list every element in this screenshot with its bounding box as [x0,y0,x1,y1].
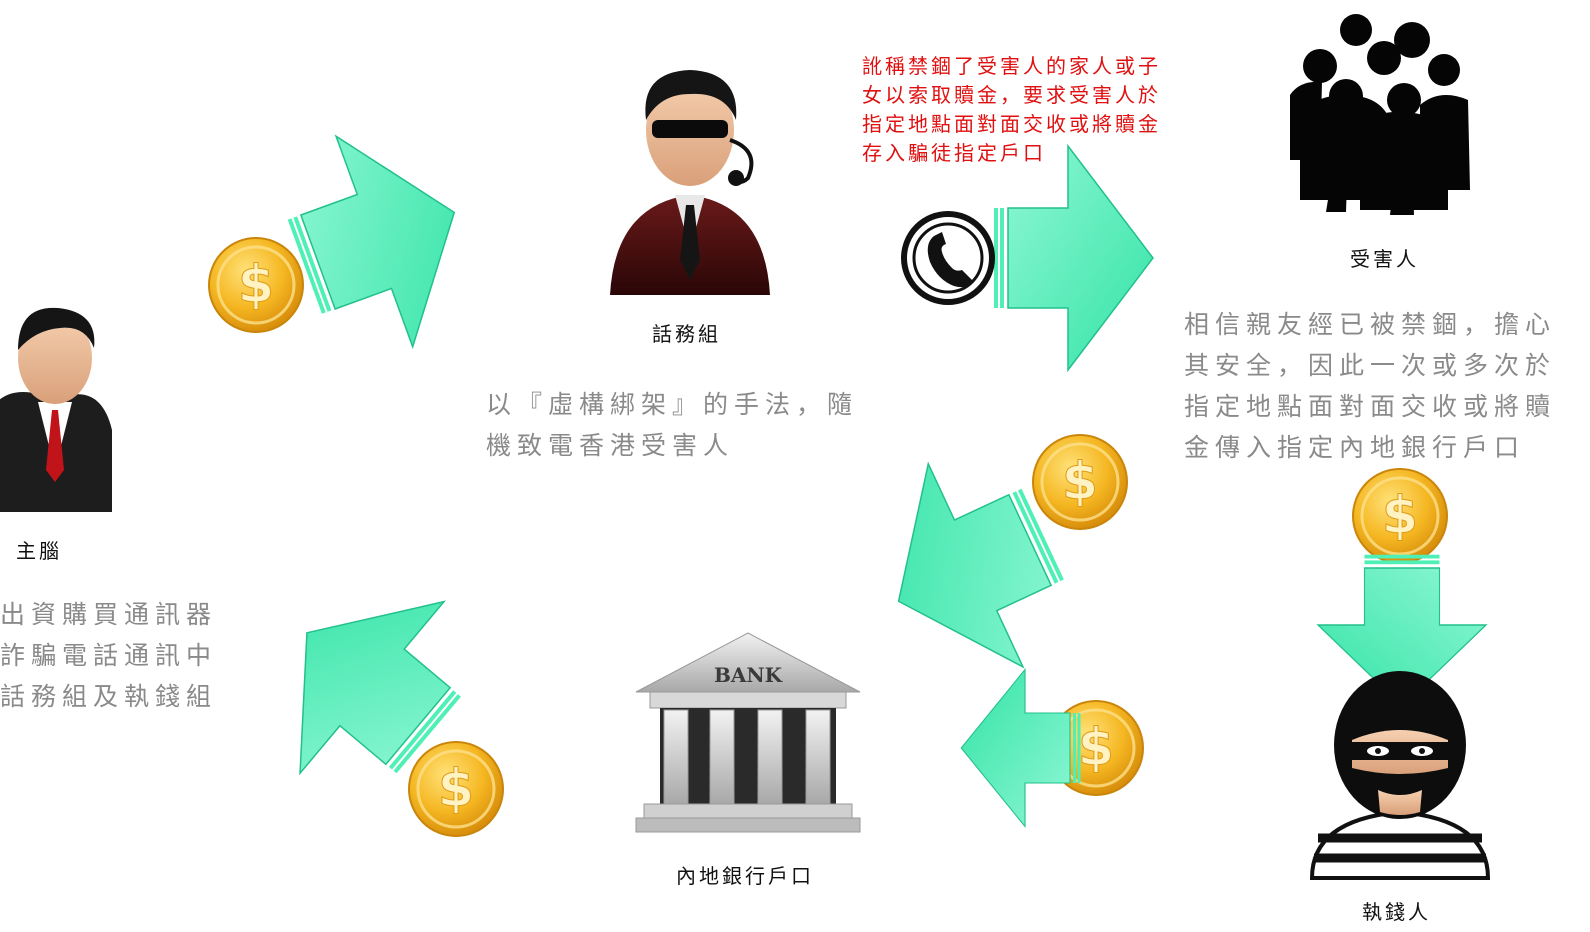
crowd-icon [1290,14,1470,215]
callers-description: 以『虛構綁架』的手法，隨 機致電香港受害人 [486,390,859,460]
dollar-coin-icon [407,740,505,838]
phone-icon [901,211,995,305]
boss-description: 出資購買通訊器 詐騙電話通訊中 話務組及執錢組 [0,600,218,711]
masked-thief-icon [1309,671,1491,880]
dollar-coin-icon [1351,467,1449,565]
dollar-coin-icon [1031,433,1129,531]
headset-operator-icon [610,70,770,295]
bank-sign: BANK [714,663,783,687]
collector-label: 執錢人 [1362,900,1431,924]
victim-description: 相信親友經已被禁錮，擔心 其安全，因此一次或多次於 指定地點面對面交收或將贖 金… [1184,310,1557,462]
flow-arrow-collector-to-bank [960,669,1082,827]
boss-label: 主腦 [16,539,62,563]
businessman-icon [0,307,112,512]
bank-label: 內地銀行戶口 [676,864,814,888]
flow-arrow-boss-to-callers [265,106,494,373]
callers-label: 話務組 [652,322,721,346]
bank-building-icon [635,632,861,833]
flow-arrow-callers-to-victim [993,145,1154,371]
call-note: 訛稱禁錮了受害人的家人或子 女以索取贖金，要求受害人於 指定地點面對面交收或將贖… [862,54,1161,165]
victim-label: 受害人 [1350,247,1419,271]
dollar-coin-icon [207,236,305,334]
